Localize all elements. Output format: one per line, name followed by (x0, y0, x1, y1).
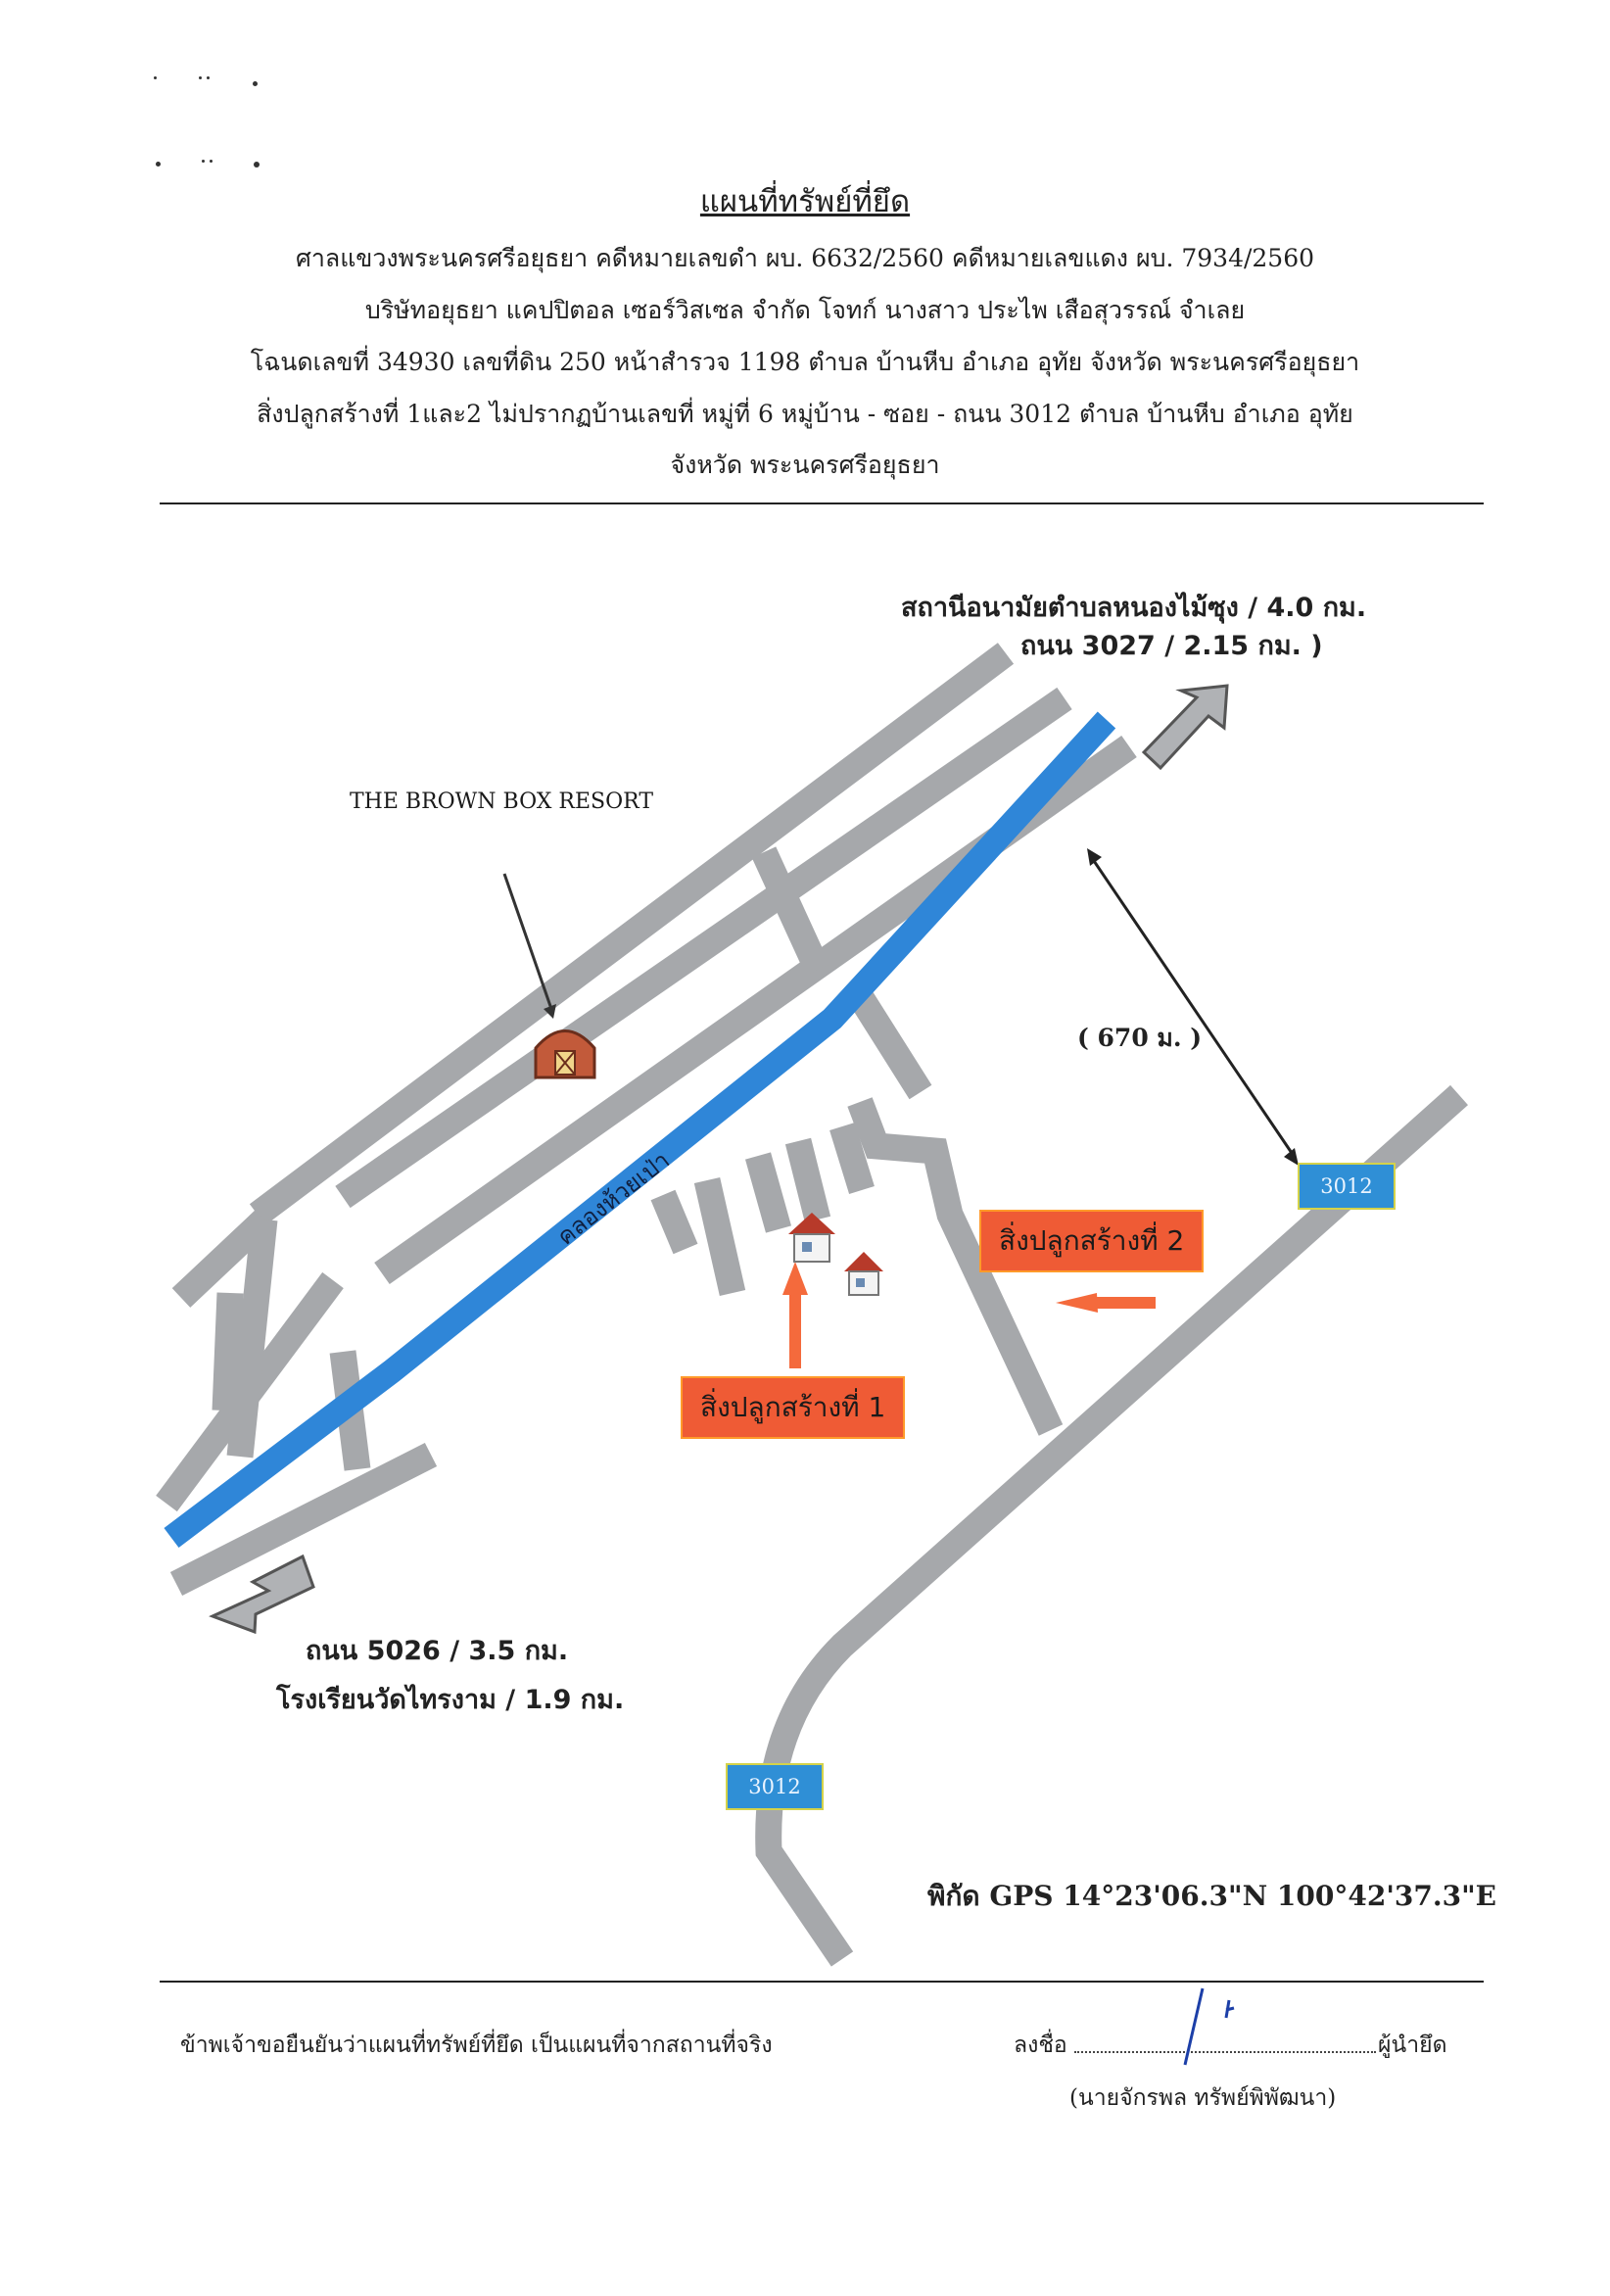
building-1-label: สิ่งปลูกสร้างที่ 1 (681, 1376, 906, 1439)
deed-line: โฉนดเลขที่ 34930 เลขที่ดิน 250 หน้าสำรวจ… (250, 348, 1360, 376)
structure-line: สิ่งปลูกสร้างที่ 1และ2 ไม่ปรากฏบ้านเลขที… (257, 400, 1353, 428)
scan-mark (154, 76, 157, 79)
header-divider (160, 502, 1484, 504)
upper-road (249, 643, 1015, 1225)
lane-4 (784, 1137, 831, 1223)
footer-divider (160, 1981, 1484, 1983)
scan-mark (207, 76, 210, 79)
signer-name: (นายจักรพล ทรัพย์พิพัฒนา) (1069, 2085, 1337, 2111)
sign-prefix: ลงชื่อ (1014, 2033, 1067, 2058)
west-spur (171, 1210, 274, 1308)
ne-destination-1: สถานีอนามัยตำบลหนองไม้ซุง / 4.0 กม. (901, 593, 1367, 623)
lane-5 (829, 1123, 875, 1194)
resort-pointer-head (544, 1004, 556, 1019)
pointer-arrow-2-shaft (1097, 1297, 1156, 1309)
province-line: จังหวัด พระนครศรีอยุธยา (670, 451, 940, 479)
access-road (847, 1097, 1064, 1436)
sw-destination-1: ถนน 5026 / 3.5 กม. (306, 1636, 569, 1666)
lane-1 (650, 1189, 698, 1255)
sw-road-south (169, 1442, 438, 1597)
certification-text: ข้าพเจ้าขอยืนยันว่าแผนที่ทรัพย์ที่ยึด เป… (180, 2033, 773, 2058)
direction-arrow-icon (209, 1554, 315, 1635)
signature-line (1074, 2051, 1376, 2053)
building-2-label: สิ่งปลูกสร้างที่ 2 (979, 1210, 1205, 1272)
distance-arrow-top (1087, 848, 1102, 866)
lane-2 (693, 1177, 746, 1296)
distance-arrow-bottom (1284, 1148, 1299, 1166)
barn-icon (534, 1029, 596, 1079)
pointer-arrow-2-head (1056, 1293, 1098, 1313)
scan-mark (253, 81, 258, 86)
scan-mark (202, 160, 205, 163)
route-badge: 3012 (1298, 1163, 1396, 1210)
north-spur-2 (850, 991, 932, 1100)
direction-arrow-icon (1141, 684, 1229, 771)
document-title: แผนที่ทรัพย์ที่ยึด (699, 184, 911, 219)
scan-mark (210, 160, 213, 163)
distance-line (1088, 854, 1298, 1160)
pointer-arrow-1-shaft (789, 1295, 801, 1368)
canal (164, 711, 1116, 1548)
pointer-arrow-1-head (782, 1262, 808, 1295)
house-icon (844, 1252, 883, 1296)
west-short-spur (212, 1292, 244, 1411)
sw-destination-2: โรงเรียนวัดไทรงาม / 1.9 กม. (276, 1685, 625, 1715)
scan-mark (156, 162, 161, 167)
gps-coordinates: พิกัด GPS 14°23'06.3"N 100°42'37.3"E (927, 1880, 1497, 1912)
resort-label: THE BROWN BOX RESORT (350, 789, 653, 814)
west-link (226, 1218, 278, 1459)
parties-line: บริษัทอยุธยา แคปปิตอล เซอร์วิสเซล จำกัด … (364, 296, 1246, 324)
scan-mark (199, 76, 202, 79)
resort-pointer (502, 873, 553, 1010)
ne-destination-2: ถนน 3027 / 2.15 กม. ) (1020, 631, 1323, 661)
route-3012 (755, 1084, 1468, 1967)
house-icon (788, 1213, 835, 1263)
sign-suffix: ผู้นำยึด (1378, 2033, 1447, 2058)
route-badge: 3012 (726, 1763, 824, 1810)
case-line: ศาลแขวงพระนครศรีอยุธยา คดีหมายเลขดำ ผบ. … (295, 244, 1315, 272)
scan-mark (254, 162, 260, 167)
lane-3 (744, 1152, 792, 1233)
north-spur (751, 846, 830, 976)
signature-icon (1183, 1987, 1235, 2066)
distance-label: ( 670 ม. ) (1077, 1024, 1203, 1052)
canal-bank-north (335, 687, 1072, 1209)
